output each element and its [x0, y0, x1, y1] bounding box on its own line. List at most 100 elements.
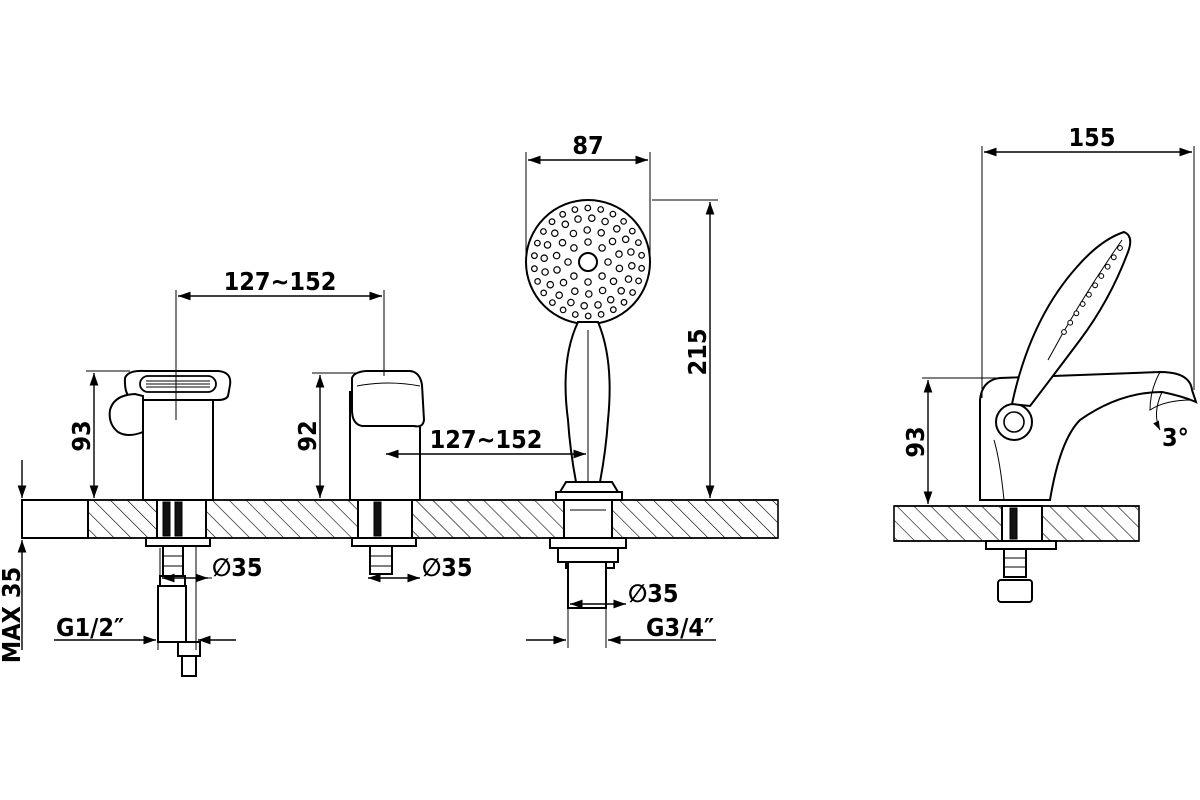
side-shower-nozzle	[1098, 273, 1105, 279]
side-shower-nozzles	[1061, 245, 1123, 335]
shower-nozzle	[598, 244, 606, 252]
shower-nozzle	[559, 278, 568, 287]
shower-nozzle	[555, 291, 564, 300]
shower-nozzle	[540, 228, 547, 235]
side-shower-nozzle	[1110, 254, 1117, 261]
shower-nozzle	[620, 217, 627, 225]
shower-nozzle	[583, 226, 592, 234]
dim-diameter-left: ∅35	[212, 553, 263, 582]
side-shower-nozzle	[1086, 291, 1092, 298]
shower-nozzle	[561, 220, 570, 229]
shower-nozzle	[564, 258, 572, 266]
front-view: 87 127~152 127~152 215 93 92	[0, 131, 779, 677]
shower-nozzle	[540, 254, 549, 263]
shower-nozzle	[597, 311, 605, 318]
right-valve	[349, 370, 426, 575]
shower-nozzle	[628, 227, 636, 235]
side-hand-shower	[1010, 230, 1132, 408]
shower-nozzle	[627, 248, 635, 256]
shower-nozzle	[598, 286, 607, 295]
shower-nozzle	[627, 261, 636, 270]
shower-nozzle	[570, 244, 578, 252]
shower-nozzle	[531, 265, 538, 273]
side-shower-nozzle	[1092, 282, 1098, 289]
shower-nozzle	[546, 280, 555, 289]
dim-side-height: 93	[901, 426, 930, 457]
shower-nozzle	[624, 275, 633, 283]
shower-nozzle	[558, 238, 567, 247]
dim-left-handle-height: 93	[67, 420, 96, 451]
dim-spout-angle: 3°	[1162, 423, 1189, 452]
shower-nozzle	[531, 252, 538, 260]
shower-nozzle	[571, 206, 579, 214]
shower-nozzle	[567, 298, 575, 307]
shower-nozzle	[549, 299, 556, 307]
side-shower-nozzle	[1104, 263, 1111, 270]
shower-nozzle	[584, 290, 593, 298]
dim-thread-shower: G3/4″	[646, 613, 714, 642]
shower-nozzle	[559, 210, 567, 218]
shower-nozzle	[584, 204, 592, 212]
shower-nozzle	[621, 235, 630, 244]
side-shower-nozzle	[1061, 329, 1067, 335]
shower-nozzle	[569, 229, 578, 238]
shower-nozzle	[629, 289, 636, 296]
dim-valve-spacing-mid: 127~152	[430, 425, 543, 454]
dim-diameter-mid: ∅35	[422, 553, 473, 582]
dim-side-projection: 155	[1069, 123, 1116, 152]
dim-shower-height: 215	[683, 329, 712, 376]
hand-shower	[525, 199, 651, 609]
shower-nozzle	[612, 225, 621, 233]
shower-nozzle	[638, 251, 645, 259]
front-dimensions: 87 127~152 127~152 215 93 92	[0, 131, 718, 663]
shower-nozzle	[580, 301, 589, 310]
shower-nozzle	[617, 286, 626, 295]
shower-nozzle	[598, 272, 606, 280]
left-valve-grip-texture	[146, 380, 210, 388]
shower-nozzle	[571, 311, 579, 318]
shower-nozzle	[559, 306, 567, 314]
shower-nozzle	[574, 215, 582, 223]
shower-nozzle	[570, 272, 578, 280]
shower-nozzle	[552, 251, 561, 260]
shower-nozzle	[543, 241, 552, 249]
shower-nozzle	[597, 229, 606, 237]
dim-right-handle-height: 92	[293, 420, 322, 451]
shower-nozzle	[584, 278, 592, 286]
dim-handshower-width: 87	[572, 131, 603, 160]
side-shower-nozzle	[1117, 245, 1123, 251]
shower-nozzle	[620, 298, 628, 306]
shower-nozzle	[570, 287, 579, 296]
dim-thread-left: G1/2″	[56, 613, 124, 642]
shower-nozzle	[635, 277, 642, 285]
shower-nozzles	[531, 204, 645, 320]
shower-nozzle	[638, 264, 645, 272]
shower-nozzle	[534, 278, 541, 285]
shower-nozzle	[601, 217, 609, 226]
shower-nozzle	[534, 239, 541, 247]
dim-diameter-shower: ∅35	[628, 579, 679, 608]
shower-nozzle	[609, 277, 618, 286]
shower-nozzle	[541, 268, 549, 276]
shower-nozzle	[606, 295, 615, 304]
shower-nozzle	[584, 312, 592, 320]
shower-nozzle	[608, 237, 617, 246]
shower-nozzle	[584, 238, 592, 246]
shower-nozzle	[609, 306, 617, 314]
shower-center-nozzle	[578, 252, 598, 272]
shower-nozzle	[594, 301, 602, 309]
shower-nozzle	[548, 218, 556, 226]
side-view: 155 93 3°	[893, 123, 1198, 603]
shower-nozzle	[550, 229, 559, 238]
dim-valve-spacing-top: 127~152	[224, 267, 337, 296]
shower-nozzle	[540, 289, 548, 297]
shower-nozzle	[609, 210, 617, 218]
shower-nozzle	[604, 258, 612, 266]
left-valve	[108, 369, 232, 677]
side-shower-nozzle	[1079, 301, 1086, 307]
side-shower-nozzle	[1067, 319, 1074, 326]
shower-nozzle	[587, 214, 596, 223]
shower-nozzle	[553, 266, 561, 274]
shower-nozzle	[615, 250, 623, 258]
